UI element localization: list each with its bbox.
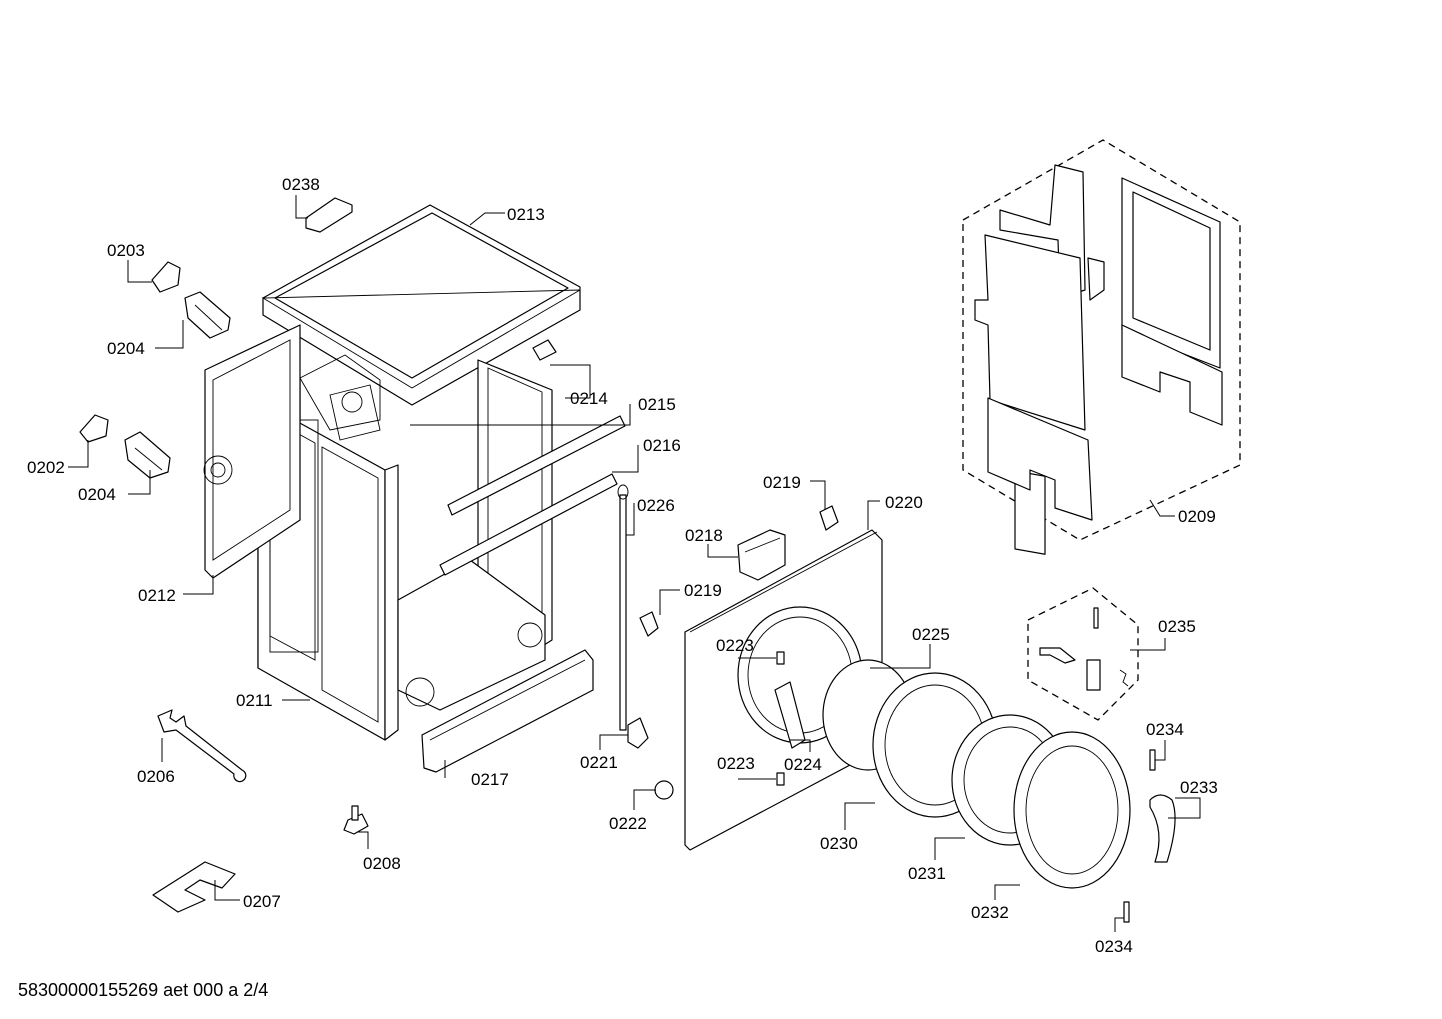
callout-0204-lower: 0204 — [78, 485, 116, 504]
callout-0238: 0238 — [282, 175, 320, 194]
hinge-0233 — [1149, 794, 1176, 863]
callout-0203: 0203 — [107, 241, 145, 260]
callout-0223-lower: 0223 — [717, 754, 755, 773]
door-ring-0232 — [1013, 731, 1131, 889]
document-id: 58300000155269 aet 000 a 2/4 — [18, 980, 269, 1000]
bracket-0238 — [305, 197, 353, 233]
callout-0225: 0225 — [912, 625, 950, 644]
packaging-0209 — [962, 139, 1241, 555]
bracket-0207 — [152, 861, 236, 913]
cabinet-0211 — [257, 354, 553, 741]
callout-0222: 0222 — [609, 814, 647, 833]
valve-0202 — [79, 414, 109, 443]
callout-0219-lower: 0219 — [684, 581, 722, 600]
clip-0219-upper — [819, 505, 839, 531]
hinge-kit-0235 — [1027, 587, 1139, 721]
callout-0234-lower: 0234 — [1095, 937, 1133, 956]
callout-0234-upper: 0234 — [1146, 720, 1184, 739]
clip-0214 — [532, 339, 557, 361]
callout-0216: 0216 — [643, 436, 681, 455]
pin-0234-upper — [1149, 749, 1156, 771]
callout-labels: 0238 0213 0203 0204 0214 0215 0216 0202 … — [27, 175, 1218, 956]
callout-0223-upper: 0223 — [716, 636, 754, 655]
callout-0235: 0235 — [1158, 617, 1196, 636]
callout-0214: 0214 — [570, 389, 608, 408]
rear-panel-0212 — [203, 324, 301, 579]
callout-0212: 0212 — [138, 586, 176, 605]
valve-0203 — [151, 261, 181, 293]
foot-0208 — [343, 805, 369, 835]
wrench-0206 — [157, 709, 247, 783]
callout-0211: 0211 — [236, 691, 273, 710]
rail-0215 — [447, 415, 626, 516]
rail-0216 — [439, 473, 618, 576]
callout-0209: 0209 — [1178, 507, 1216, 526]
pin-0223-upper — [776, 651, 785, 665]
valve-0204-upper — [184, 291, 231, 339]
callout-0219-upper: 0219 — [763, 473, 801, 492]
leader-lines — [68, 195, 1201, 932]
clip-0219-lower — [639, 611, 659, 637]
pin-0234-lower — [1123, 901, 1130, 923]
callout-0221: 0221 — [580, 753, 618, 772]
latch-0221 — [627, 717, 649, 749]
callout-0215: 0215 — [638, 395, 676, 414]
callout-0230: 0230 — [820, 834, 858, 853]
foot-0222 — [654, 780, 674, 800]
callout-0226: 0226 — [637, 496, 675, 515]
callout-0204-upper: 0204 — [107, 339, 145, 358]
cable-0226 — [617, 484, 629, 731]
callout-0224: 0224 — [784, 755, 822, 774]
callout-0213: 0213 — [507, 205, 545, 224]
callout-0220: 0220 — [885, 493, 923, 512]
callout-0233: 0233 — [1180, 778, 1218, 797]
valve-0204-lower — [124, 431, 171, 479]
callout-0232: 0232 — [971, 903, 1009, 922]
callout-0218: 0218 — [685, 526, 723, 545]
callout-0208: 0208 — [363, 854, 401, 873]
callout-0207: 0207 — [243, 892, 281, 911]
top-cover-0213 — [261, 204, 581, 406]
switch-0218 — [737, 529, 786, 581]
callout-0217: 0217 — [471, 770, 509, 789]
callout-0206: 0206 — [137, 767, 175, 786]
callout-0202: 0202 — [27, 458, 65, 477]
front-panel-0220 — [684, 529, 883, 851]
callout-0231: 0231 — [908, 864, 946, 883]
plinth-0217 — [421, 649, 594, 773]
pin-0223-lower — [776, 772, 785, 786]
